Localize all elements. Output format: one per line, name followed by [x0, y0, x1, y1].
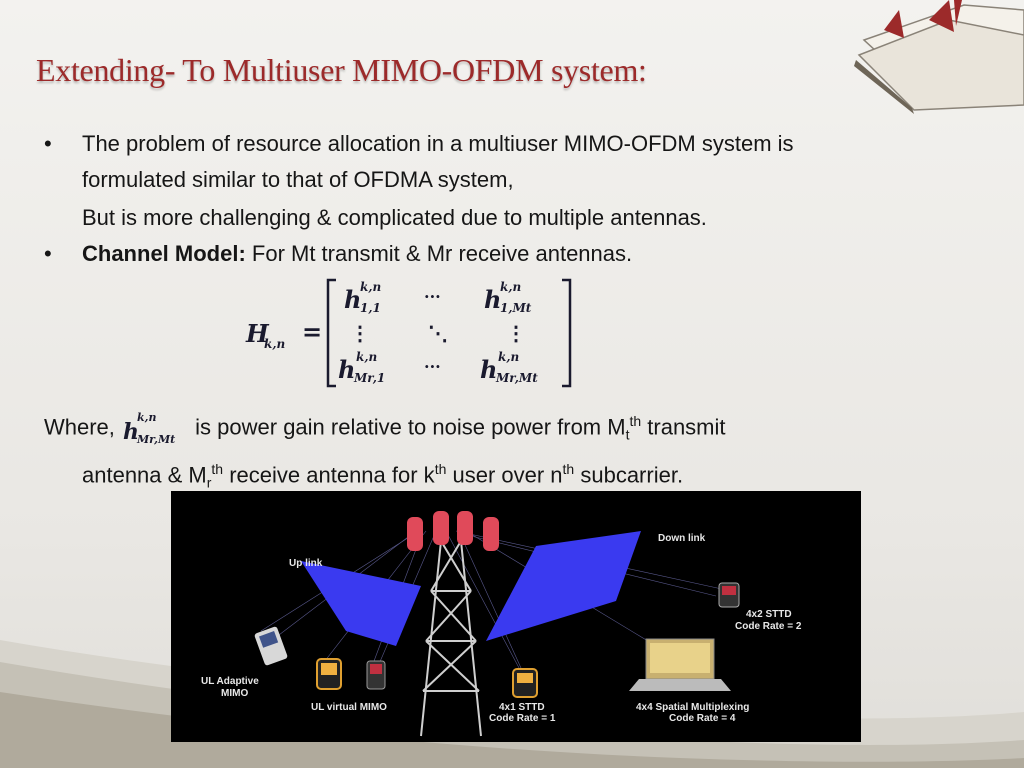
matrix-equals: =: [302, 317, 322, 346]
sttd-4x1-label-1: 4x1 STTD: [499, 702, 545, 713]
where-text-4: receive antenna for k: [223, 462, 435, 488]
matrix-hMrMt-sub: Mr,Mt: [495, 371, 538, 385]
ul-adaptive-label-1: UL Adaptive: [201, 676, 259, 687]
spatial-mux-label-1: 4x4 Spatial Multiplexing: [636, 702, 749, 713]
uplink-label: Up link: [289, 558, 323, 569]
laptop-icon-spatial-mux: [629, 638, 731, 691]
sttd-4x1-label-2: Code Rate = 1: [489, 713, 556, 724]
where-text-1: is power gain relative to noise power fr…: [189, 414, 626, 440]
bullet-marker: •: [44, 241, 52, 266]
inline-h-sup: k,n: [137, 411, 156, 424]
where-text-2: transmit: [641, 414, 726, 440]
phone-icon-ul-adaptive: [254, 626, 288, 666]
matrix-h11-sup: k,n: [360, 280, 381, 294]
where-sup-th-3: th: [434, 460, 447, 477]
matrix-hdots-2: ···: [424, 357, 441, 376]
bullet-1-line-2: formulated similar to that of OFDMA syst…: [82, 167, 514, 192]
where-text-3: antenna & M: [82, 462, 207, 488]
where-text-6: subcarrier.: [574, 462, 684, 488]
matrix-hMrMt-sup: k,n: [498, 350, 519, 364]
where-text-5: user over n: [446, 462, 563, 488]
phone-icon-ul-virtual-2: [366, 660, 386, 690]
where-sup-th-2: th: [211, 460, 224, 477]
matrix-lhs-sub: k,n: [264, 337, 285, 351]
matrix-hMr1-sub: Mr,1: [353, 371, 385, 385]
matrix-hdots-1: ···: [424, 287, 441, 306]
matrix-h1Mt-sup: k,n: [500, 280, 521, 294]
where-paragraph: Where, h k,n Mr,Mt is power gain relativ…: [44, 404, 944, 499]
matrix-hMrMt: h: [480, 355, 497, 384]
spatial-mux-label-2: Code Rate = 4: [669, 713, 736, 724]
where-sub-t: t: [625, 426, 630, 443]
inline-h: h: [123, 419, 139, 445]
uplink-beam: [301, 561, 421, 646]
inline-h-symbol: h k,n Mr,Mt: [123, 411, 175, 446]
phone-icon-sttd-4x2: [718, 582, 740, 608]
matrix-hMr1: h: [338, 355, 355, 384]
ul-virtual-label: UL virtual MIMO: [311, 702, 387, 713]
bullet-1-line-3: But is more challenging & complicated du…: [82, 205, 707, 230]
ul-adaptive-label-2: MIMO: [221, 688, 248, 699]
matrix-ddots: ⋱: [428, 321, 448, 345]
channel-matrix-equation: H k,n = h k,n 1,1 ··· h k,n 1,Mt ⋮ ⋱ ⋮ h…: [245, 278, 572, 388]
mimo-network-diagram: Up link Down link UL Adaptive MIMO UL vi…: [171, 491, 861, 742]
cell-tower-icon: [407, 511, 499, 737]
matrix-hMr1-sup: k,n: [356, 350, 377, 364]
sttd-4x2-label-2: Code Rate = 2: [735, 621, 802, 632]
downlink-label: Down link: [658, 533, 706, 544]
bullet-item-2: • Channel Model: For Mt transmit & Mr re…: [44, 236, 974, 272]
inline-h-sub: Mr,Mt: [136, 433, 175, 446]
matrix-lhs: H: [245, 319, 270, 348]
where-line-2: antenna & Mrth receive antenna for kth u…: [44, 452, 944, 500]
matrix-h11: h: [344, 285, 361, 314]
bullet-1-line-1: The problem of resource allocation in a …: [82, 131, 794, 156]
where-word: Where,: [44, 414, 115, 440]
phone-icon-sttd-4x1: [512, 668, 538, 698]
channel-model-label: Channel Model:: [82, 241, 246, 266]
bullet-marker: •: [44, 131, 52, 156]
matrix-vdots-2: ⋮: [506, 321, 526, 345]
matrix-h1Mt: h: [484, 285, 501, 314]
slide-title: Extending- To Multiuser MIMO-OFDM system…: [36, 52, 647, 88]
channel-model-text: For Mt transmit & Mr receive antennas.: [245, 241, 633, 266]
where-sup-th-4: th: [562, 460, 575, 477]
bullet-item-1: • The problem of resource allocation in …: [44, 126, 974, 198]
books-icon: [854, 0, 1024, 114]
phone-icon-ul-virtual-1: [316, 658, 342, 690]
matrix-h11-sub: 1,1: [360, 301, 381, 315]
where-line-1: Where, h k,n Mr,Mt is power gain relativ…: [44, 404, 944, 452]
where-sub-r: r: [206, 474, 212, 491]
sttd-4x2-label-1: 4x2 STTD: [746, 609, 792, 620]
matrix-vdots-1: ⋮: [350, 321, 370, 345]
where-sup-th-1: th: [629, 413, 642, 429]
bullet-list: • The problem of resource allocation in …: [44, 126, 974, 272]
downlink-beam: [486, 531, 641, 641]
matrix-h1Mt-sub: 1,Mt: [500, 301, 532, 315]
